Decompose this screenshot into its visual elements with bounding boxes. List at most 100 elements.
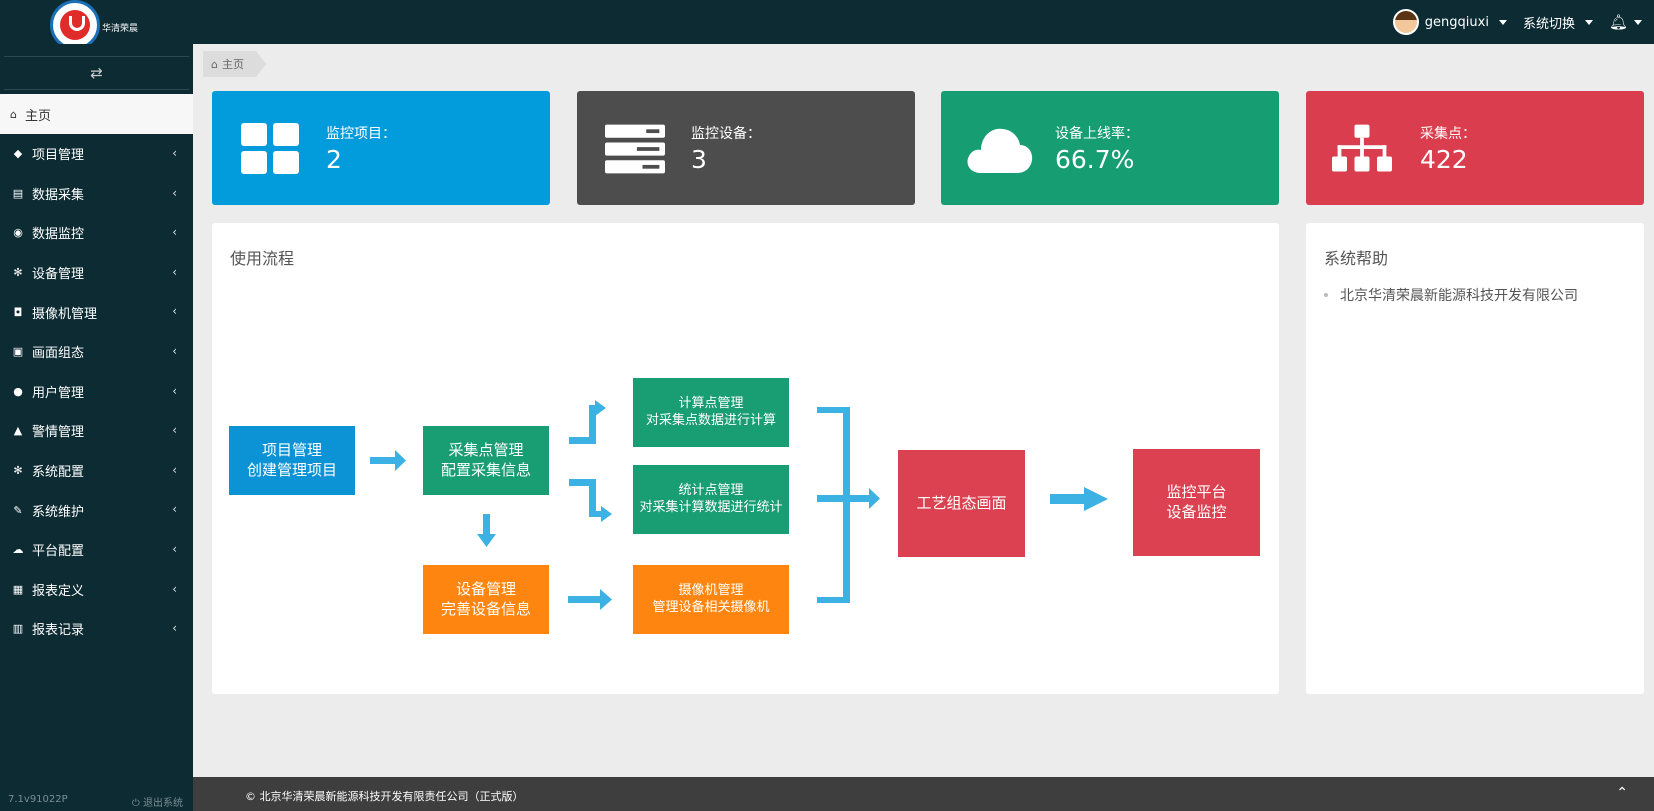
- database-icon: ▤: [12, 186, 24, 200]
- stat-label: 采集点：: [1420, 126, 1476, 142]
- sidebar-item-label: 平台配置: [32, 544, 85, 560]
- chevron-left-icon: ‹: [172, 225, 177, 240]
- home-icon: ⌂: [211, 57, 218, 71]
- flow-box-title: 计算点管理: [678, 395, 744, 411]
- username[interactable]: gengqiuxi: [1424, 14, 1489, 30]
- arrow-step-down-icon: [569, 479, 612, 522]
- wrench-icon: ✎: [13, 503, 23, 517]
- flow-box-title: 摄像机管理: [678, 582, 744, 598]
- sidebar-item[interactable]: ◆项目管理‹: [0, 134, 193, 174]
- flow-box-title: 统计点管理: [678, 482, 744, 498]
- panel-title: 系统帮助: [1324, 249, 1389, 268]
- sidebar-item[interactable]: ✻设备管理‹: [0, 253, 193, 293]
- flow-box-desc: 对采集计算数据进行统计: [639, 499, 783, 515]
- stat-label: 监控项目：: [326, 126, 396, 142]
- sidebar-item[interactable]: ▦报表定义‹: [0, 570, 193, 610]
- sidebar-item[interactable]: ▤数据采集‹: [0, 174, 193, 214]
- sidebar-toggle-button[interactable]: ⇄: [4, 56, 189, 90]
- sidebar-item-label: 用户管理: [32, 385, 85, 401]
- flow-box-stat[interactable]: 统计点管理 对采集计算数据进行统计: [633, 465, 789, 534]
- flow-box-monitor[interactable]: 监控平台 设备监控: [1133, 449, 1260, 556]
- help-link[interactable]: 北京华清荣晨新能源科技开发有限公司: [1324, 285, 1578, 305]
- sidebar-item-home[interactable]: ⌂ 主页: [0, 94, 193, 134]
- sidebar-item[interactable]: ◘摄像机管理‹: [0, 292, 193, 332]
- arrow-right-icon: [1050, 487, 1108, 511]
- scroll-top-icon[interactable]: ⌃: [1616, 785, 1628, 801]
- flow-box-title: 采集点管理: [448, 441, 524, 459]
- flow-box-title: 监控平台: [1166, 483, 1227, 501]
- cloud-icon: ☁: [12, 543, 24, 557]
- flow-box-desc: 配置采集信息: [440, 460, 531, 479]
- stat-value: 66.7%: [1055, 145, 1135, 174]
- bracket-connector: [817, 407, 850, 603]
- sidebar-item-label: 警情管理: [32, 425, 85, 441]
- sidebar-item[interactable]: ●用户管理‹: [0, 372, 193, 412]
- flow-box-desc: 创建管理项目: [246, 460, 337, 479]
- sidebar-item[interactable]: ☁平台配置‹: [0, 530, 193, 570]
- sidebar-item[interactable]: ▲警情管理‹: [0, 411, 193, 451]
- sidebar-item[interactable]: ✎ 系统维护 ‹: [0, 490, 193, 530]
- user-caret-icon[interactable]: [1498, 19, 1507, 25]
- system-switch-caret-icon[interactable]: [1584, 19, 1593, 25]
- stat-value: 2: [326, 145, 342, 174]
- chevron-left-icon: ‹: [172, 185, 177, 200]
- flow-box-title: 设备管理: [455, 580, 516, 598]
- chevron-left-icon: ‹: [172, 343, 177, 358]
- stat-card-projects[interactable]: 监控项目： 2: [212, 91, 550, 205]
- sidebar-item-label: 数据监控: [32, 227, 85, 243]
- stat-card-online-rate[interactable]: 设备上线率： 66.7%: [941, 91, 1279, 205]
- stat-value: 3: [691, 145, 707, 174]
- book-icon: ▥: [12, 622, 24, 636]
- sidebar-menu: ◆项目管理‹▤数据采集‹◉数据监控‹✻设备管理‹◘摄像机管理‹▣画面组态‹●用户…: [0, 134, 193, 649]
- sidebar-item-label: 系统配置: [32, 465, 85, 481]
- bell-icon[interactable]: 🔔︎: [1608, 13, 1628, 31]
- footer: © 北京华清荣晨新能源科技开发有限责任公司（正式版） ⌃: [193, 777, 1654, 811]
- server-icon: [605, 124, 665, 174]
- avatar[interactable]: [1392, 9, 1419, 35]
- usage-flow-panel: 使用流程 项目管理 创建管理项目 采集点管理 配置采集信息 设备管理: [212, 223, 1279, 694]
- flow-box-scada[interactable]: 工艺组态画面: [898, 450, 1025, 557]
- sidebar-item[interactable]: ◉数据监控‹: [0, 213, 193, 253]
- logout-label: 退出系统: [143, 798, 183, 809]
- sidebar-item[interactable]: ✻系统配置‹: [0, 451, 193, 491]
- picture-icon: ▣: [12, 345, 24, 359]
- brand-logo[interactable]: [50, 0, 100, 50]
- sidebar-footer: 7.1v91022P ⏻︎ 退出系统: [0, 789, 193, 811]
- chevron-left-icon: ‹: [172, 621, 177, 636]
- flow-box-device[interactable]: 设备管理 完善设备信息: [423, 565, 549, 634]
- arrow-step-up-icon: [569, 400, 606, 444]
- bell-icon: ▲: [13, 424, 23, 438]
- sidebar-item-label: 系统维护: [32, 504, 85, 520]
- sitemap-icon: [1332, 124, 1392, 172]
- breadcrumb-home[interactable]: 主页: [221, 58, 244, 71]
- flow-box-project[interactable]: 项目管理 创建管理项目: [229, 426, 355, 495]
- sidebar-item[interactable]: ▥报表记录‹: [0, 609, 193, 649]
- chevron-left-icon: ‹: [172, 502, 177, 517]
- flow-box-desc: 对采集点数据进行计算: [645, 412, 776, 428]
- sidebar-item[interactable]: ▣画面组态‹: [0, 332, 193, 372]
- gears-icon: ✻: [13, 464, 23, 478]
- top-navbar: 华清荣晨 gengqiuxi 系统切换 🔔︎: [0, 0, 1654, 50]
- flow-box-camera[interactable]: 摄像机管理 管理设备相关摄像机: [633, 565, 789, 634]
- arrow-right-icon: [370, 450, 406, 471]
- gears-icon: ✻: [13, 266, 23, 280]
- chevron-left-icon: ‹: [172, 304, 177, 319]
- sidebar-item-label: 项目管理: [32, 148, 85, 164]
- flow-box-calc[interactable]: 计算点管理 对采集点数据进行计算: [633, 378, 789, 447]
- topbar-right: gengqiuxi 系统切换 🔔︎: [1392, 0, 1654, 44]
- chevron-left-icon: ‹: [172, 146, 177, 160]
- sidebar-item-label: 摄像机管理: [32, 306, 98, 322]
- flow-box-collect[interactable]: 采集点管理 配置采集信息: [423, 426, 549, 495]
- stat-card-devices[interactable]: 监控设备： 3: [577, 91, 915, 205]
- home-icon: ⌂: [10, 107, 17, 121]
- arrow-right-icon: [817, 488, 880, 509]
- sidebar-item-label: 主页: [24, 108, 51, 124]
- system-switch[interactable]: 系统切换: [1522, 16, 1575, 32]
- logout-link[interactable]: ⏻︎ 退出系统: [132, 794, 183, 809]
- stat-label: 设备上线率：: [1055, 126, 1139, 142]
- logo-mark: [60, 10, 90, 40]
- bell-caret-icon[interactable]: [1634, 19, 1642, 25]
- panel-title: 使用流程: [230, 249, 295, 268]
- flow-box-title: 工艺组态画面: [916, 493, 1007, 512]
- stat-card-collect-points[interactable]: 采集点： 422: [1306, 91, 1644, 205]
